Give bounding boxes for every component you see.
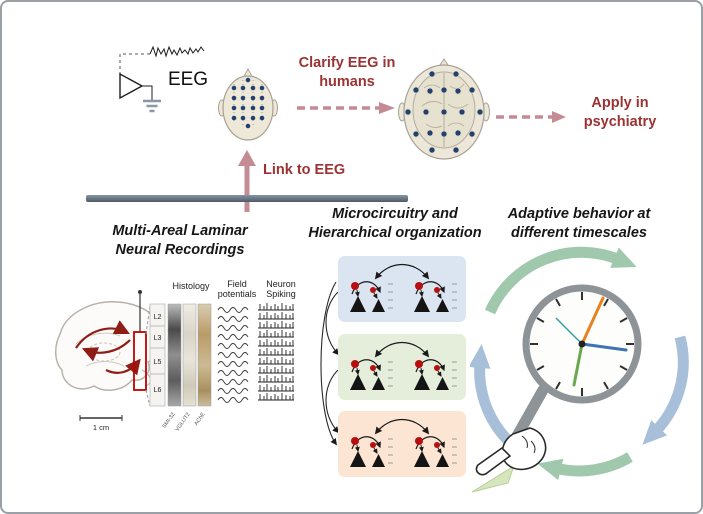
scale-label: 1 cm xyxy=(93,423,109,432)
blue-cycle-arrow-left xyxy=(470,344,519,452)
microcircuit-level-3 xyxy=(338,411,466,477)
timeline-bar xyxy=(86,195,408,202)
laminar-recording-figure: L2 L3 L5 L6 SMI-32 VGLUT2 AChE xyxy=(55,290,295,433)
clock-hand-teal xyxy=(555,317,583,345)
eeg-signal-trace xyxy=(149,45,205,58)
stain-label: VGLUT2 xyxy=(174,412,191,433)
head-outline xyxy=(222,75,274,141)
laminar-section-title: Multi-Areal Laminar Neural Recordings xyxy=(112,223,248,258)
timescales-clock-figure xyxy=(470,246,689,493)
stain-label: SMI-32 xyxy=(162,412,177,430)
electrodes-10-20 xyxy=(404,70,484,154)
microcircuit-level-2 xyxy=(338,334,466,400)
green-pointer-shape xyxy=(471,464,515,493)
clock-hand-green xyxy=(572,342,584,387)
hierarchy-connector-arcs xyxy=(320,281,340,446)
clarify-eeg-label: Clarify EEG in humans xyxy=(298,55,396,91)
microcircuit-level-1 xyxy=(338,256,466,322)
clock-hand-orange xyxy=(580,296,605,346)
layer-label: L6 xyxy=(154,387,162,394)
clock-ticks xyxy=(530,292,634,396)
laminar-probe-outline xyxy=(133,331,147,391)
link-to-eeg-label: Link to EEG xyxy=(263,162,346,178)
neuron-spiking-traces xyxy=(257,302,295,401)
small-head-electrodes-icon xyxy=(218,67,278,141)
field-potential-traces xyxy=(217,307,249,403)
probe-head xyxy=(138,290,142,294)
apply-psychiatry-label: Apply in psychiatry xyxy=(583,95,657,131)
histology-strips xyxy=(167,303,212,407)
ground-lead xyxy=(142,85,153,100)
electrodes xyxy=(231,77,265,129)
amplifier-triangle-icon xyxy=(119,72,144,100)
brain-sketch xyxy=(55,301,166,392)
histology-column-label: Histology xyxy=(172,281,210,291)
eeg-apparatus-icon: EEG xyxy=(119,45,208,113)
green-cycle-arrow-bottom xyxy=(537,452,633,481)
layer-label: L5 xyxy=(154,359,162,366)
scale-bar: 1 cm xyxy=(79,415,123,432)
microcircuit-section-title: Microcircuitry and Hierarchical organiza… xyxy=(308,206,482,241)
signal-flow-arrows xyxy=(75,320,141,376)
neuron-spiking-column-label: Neuron Spiking xyxy=(266,279,296,299)
clarify-arrow-icon xyxy=(297,102,395,114)
layer-column: L2 L3 L5 L6 xyxy=(149,303,166,407)
microcircuit-hierarchy-figure xyxy=(320,256,466,477)
magnifier-handle xyxy=(511,384,549,442)
link-to-eeg-arrow-icon xyxy=(238,150,256,212)
zoom-guides xyxy=(145,305,151,407)
layer-label: L3 xyxy=(154,335,162,342)
apply-arrow-icon xyxy=(496,111,566,123)
signal-lead-dashed xyxy=(119,53,150,78)
eeg-label: EEG xyxy=(168,69,208,90)
large-head-electrodes-icon xyxy=(398,58,490,160)
green-cycle-arrow xyxy=(484,246,637,315)
stain-label: AChE xyxy=(193,411,206,426)
layer-label: L2 xyxy=(154,314,162,321)
ground-symbol-icon xyxy=(143,99,161,113)
clock-face xyxy=(522,284,642,404)
stain-labels: SMI-32 VGLUT2 AChE xyxy=(162,411,207,432)
glove-hand-icon xyxy=(471,427,547,493)
blue-cycle-arrow xyxy=(642,335,689,445)
clock-hand-blue xyxy=(580,342,628,352)
field-potentials-column-label: Field potentials xyxy=(217,279,257,299)
clock-center-dot xyxy=(578,340,586,348)
timescales-section-title: Adaptive behavior at different timescale… xyxy=(507,206,651,241)
